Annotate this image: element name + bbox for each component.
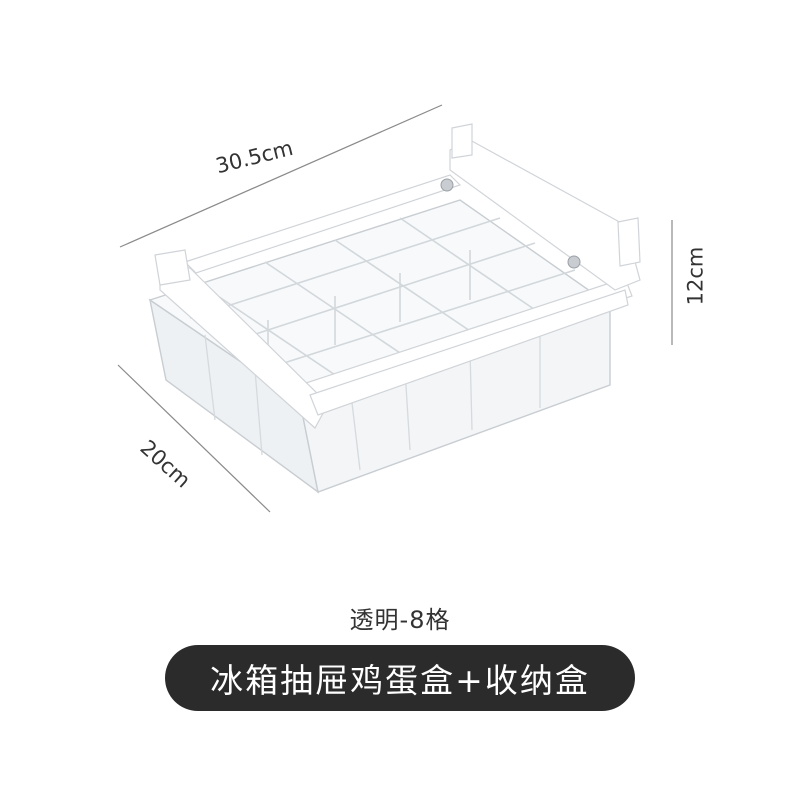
dimension-lines (117, 104, 673, 513)
product-title-pill: 冰箱抽屉鸡蛋盒+收纳盒 (165, 645, 635, 711)
drawer-box (148, 199, 612, 494)
sliding-rail-frame (154, 123, 641, 429)
product-title: 冰箱抽屉鸡蛋盒+收纳盒 (210, 661, 590, 700)
rail-knob-icons (440, 178, 581, 269)
knob-icon (567, 255, 581, 269)
variant-label: 透明-8格 (349, 606, 451, 634)
egg-compartment-dividers (189, 217, 576, 386)
width-dimension-line (119, 104, 443, 248)
depth-dimension-line (117, 364, 271, 513)
product-photo (117, 104, 673, 513)
height-dimension-label: 12cm (683, 246, 708, 306)
knob-icon (440, 178, 454, 192)
